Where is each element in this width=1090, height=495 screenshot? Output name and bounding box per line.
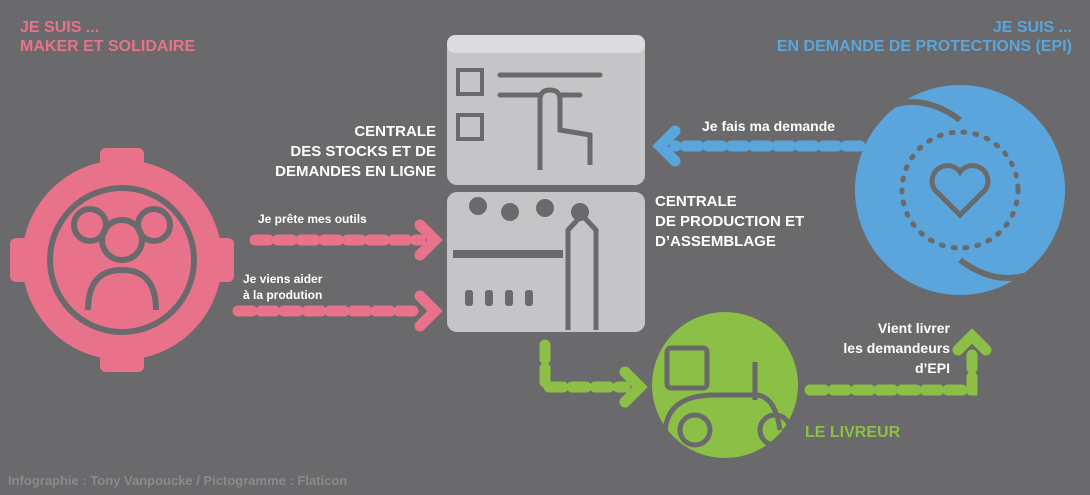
gear-people-icon [10,148,234,372]
help-production-label: Je viens aider à la prodution [243,272,323,302]
deliver-label: Vient livrer les demandeurs d’EPI [843,320,950,376]
arrow-lend-tools [249,219,443,261]
production-center-label: CENTRALE DE PRODUCTION ET D’ASSEMBLAGE [655,193,805,250]
delivery-label: LE LIVREUR [805,424,901,441]
hands-heart-icon [855,85,1065,295]
arrow-deliver [804,328,992,396]
arrow-to-delivery [539,339,648,408]
credits: Infographie : Tony Vanpoucke / Pictogram… [8,473,348,488]
checklist-screen-icon [447,35,645,185]
stock-center-label: CENTRALE DES STOCKS ET DE DEMANDES EN LI… [275,123,436,180]
arrow-help-production [232,290,443,332]
arrow-request [652,125,866,167]
scooter-icon [652,312,798,458]
factory-icon [447,192,645,332]
lend-tools-label: Je prête mes outils [258,212,367,226]
maker-title: JE SUIS ... MAKER ET SOLIDAIRE [20,19,196,56]
request-label: Je fais ma demande [702,118,836,134]
requester-title: JE SUIS ... EN DEMANDE DE PROTECTIONS (E… [776,19,1072,56]
